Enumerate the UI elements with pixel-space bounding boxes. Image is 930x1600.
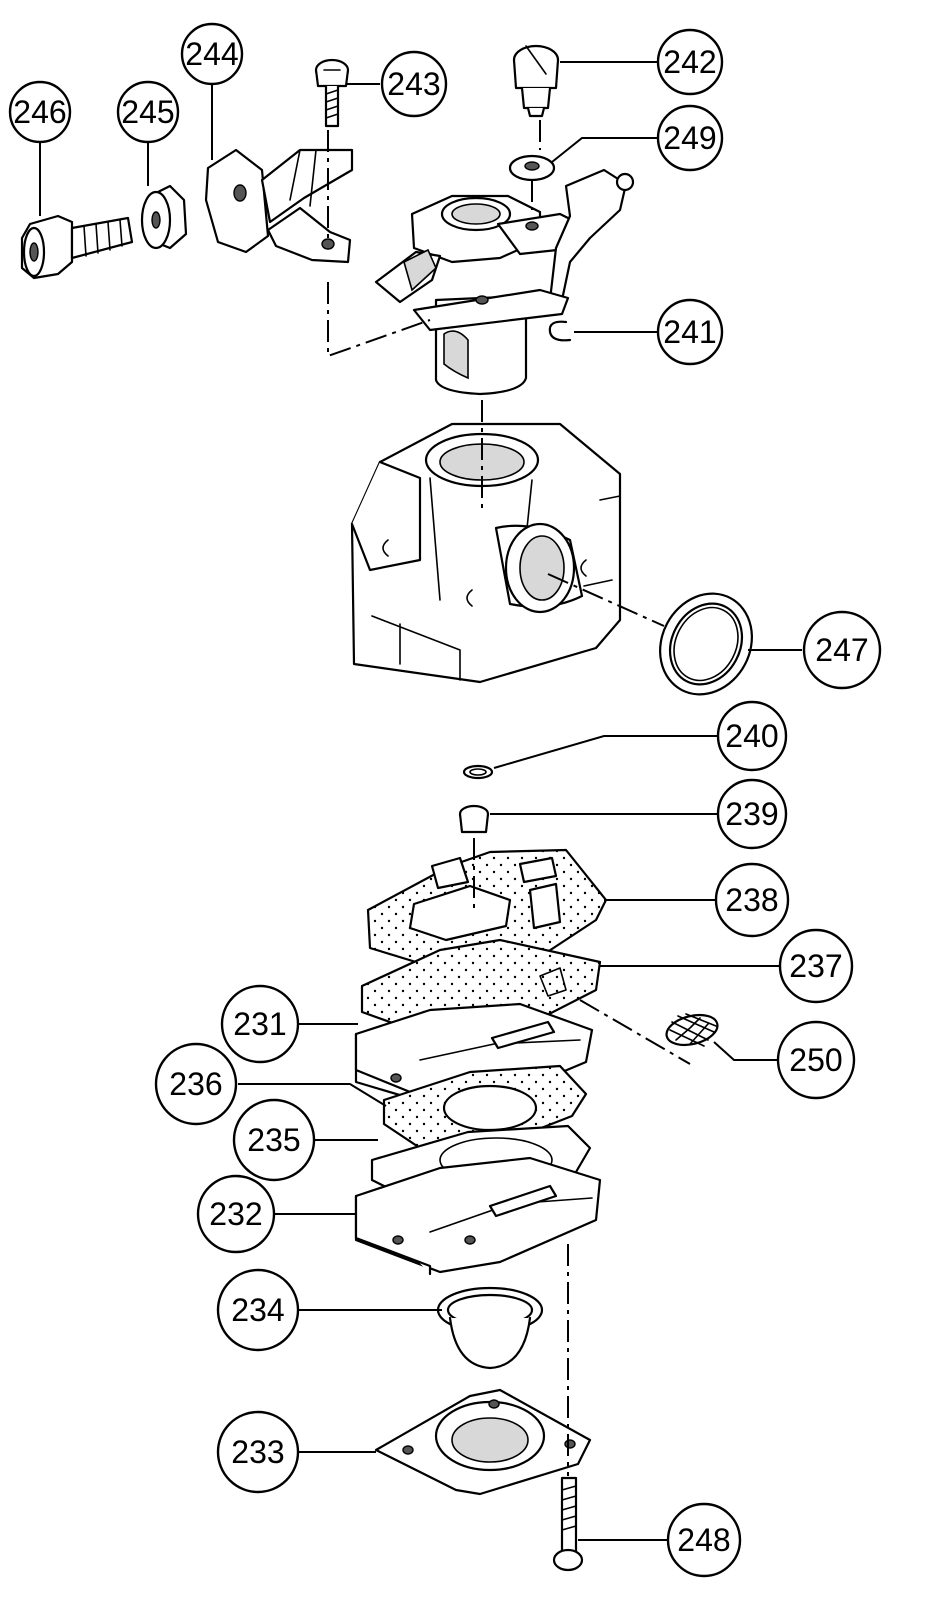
callout-248: 248 (666, 1502, 742, 1578)
callout-235-circle (232, 1098, 316, 1182)
callout-247-circle (802, 610, 882, 690)
part-250-screen (665, 1013, 719, 1047)
part-249-washer (508, 154, 556, 182)
callout-243-circle (380, 50, 448, 118)
callout-245-label: 245 (121, 94, 174, 130)
part-234-diaphragm-cup (436, 1286, 544, 1370)
callout-239-circle (716, 778, 788, 850)
part-241-e-clip (548, 320, 572, 342)
callout-238-circle (714, 862, 790, 938)
callout-237: 237 (778, 928, 854, 1004)
callout-250: 250 (776, 1020, 856, 1100)
callout-248-label: 248 (677, 1522, 730, 1558)
callout-241: 241 (656, 298, 724, 366)
callout-243: 243 (380, 50, 448, 118)
callout-234-label: 234 (231, 1292, 284, 1328)
part-232-metering-body (354, 1156, 602, 1276)
part-242-adjusting-screw (512, 44, 560, 118)
callout-241-circle (656, 298, 724, 366)
callout-232-label: 232 (209, 1196, 262, 1232)
part-239-valve (458, 804, 490, 834)
callout-232: 232 (196, 1174, 276, 1254)
callout-240: 240 (716, 700, 788, 772)
callout-231-label: 231 (233, 1006, 286, 1042)
callout-248-circle (666, 1502, 742, 1578)
callout-245-circle (116, 80, 180, 144)
callout-236-label: 236 (169, 1066, 222, 1102)
part-233-cover (374, 1388, 592, 1496)
callout-231: 231 (220, 984, 300, 1064)
callout-235: 235 (232, 1098, 316, 1182)
callout-232-circle (196, 1174, 276, 1254)
callout-247: 247 (802, 610, 882, 690)
callout-237-label: 237 (789, 948, 842, 984)
callout-237-circle (778, 928, 854, 1004)
callout-233-label: 233 (231, 1434, 284, 1470)
assembly-axis-lines (327, 120, 691, 1476)
throttle-valve-assembly (374, 168, 635, 396)
callout-235-label: 235 (247, 1122, 300, 1158)
callout-249-label: 249 (663, 120, 716, 156)
callout-246-circle (8, 80, 72, 144)
callout-234-circle (216, 1268, 300, 1352)
part-248-screw (552, 1476, 584, 1572)
part-247-gasket-ring (659, 592, 753, 696)
callout-242-label: 242 (663, 44, 716, 80)
callout-244-circle (180, 22, 244, 86)
part-244-bracket (204, 148, 354, 264)
carburetor-body (350, 422, 622, 684)
callout-250-circle (776, 1020, 856, 1100)
callout-244: 244 (180, 22, 244, 86)
leader-lines (39, 61, 802, 1541)
callout-242: 242 (656, 28, 724, 96)
callout-247-label: 247 (815, 632, 868, 668)
part-240-o-ring (462, 764, 494, 780)
callout-249-circle (656, 104, 724, 172)
callout-239: 239 (716, 778, 788, 850)
callout-245: 245 (116, 80, 180, 144)
callout-236-circle (154, 1042, 238, 1126)
part-243-screw (314, 58, 350, 128)
callout-246-label: 246 (13, 94, 66, 130)
callout-240-circle (716, 700, 788, 772)
callout-241-label: 241 (663, 314, 716, 350)
callout-236: 236 (154, 1042, 238, 1126)
callout-233: 233 (216, 1410, 300, 1494)
callout-238: 238 (714, 862, 790, 938)
callout-231-circle (220, 984, 300, 1064)
callout-249: 249 (656, 104, 724, 172)
callout-244-label: 244 (185, 36, 238, 72)
callout-233-circle (216, 1410, 300, 1494)
part-238-gasket (366, 848, 608, 978)
callout-243-label: 243 (387, 66, 440, 102)
callout-238-label: 238 (725, 882, 778, 918)
part-245-nut (140, 184, 188, 250)
callout-234: 234 (216, 1268, 300, 1352)
callout-250-label: 250 (789, 1042, 842, 1078)
part-246-hose-fitting (20, 214, 134, 280)
callout-240-label: 240 (725, 718, 778, 754)
callout-239-label: 239 (725, 796, 778, 832)
callout-242-circle (656, 28, 724, 96)
callout-246: 246 (8, 80, 72, 144)
